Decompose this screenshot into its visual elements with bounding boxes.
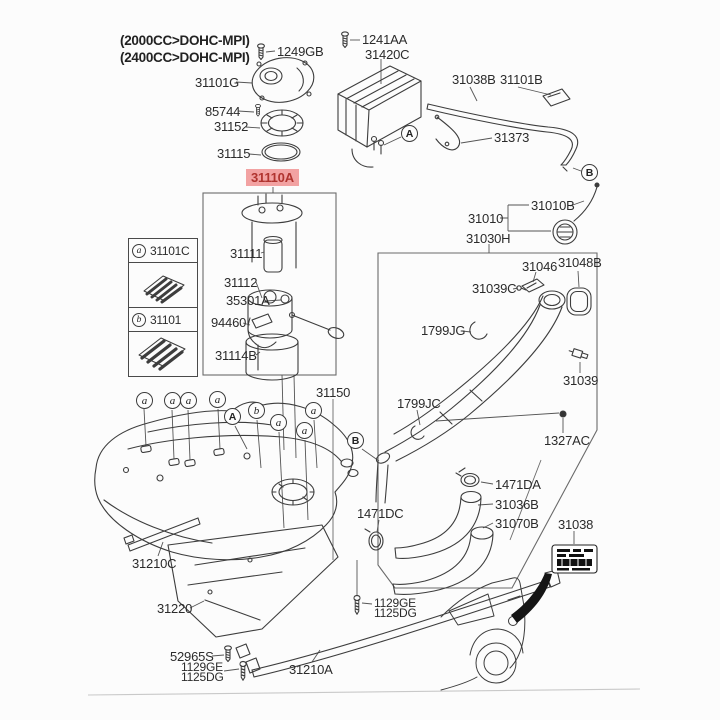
part-label-31038B: 31038B	[452, 72, 496, 87]
car-art	[440, 577, 526, 691]
canister-art	[337, 31, 422, 168]
callout-marker-a: a	[180, 392, 197, 409]
legend-marker-b: b	[132, 312, 146, 327]
legend-part-31101: 31101	[150, 312, 181, 327]
pump-assembly-box	[202, 192, 337, 376]
part-label-1471DA: 1471DA	[495, 477, 541, 492]
clip-1799JG	[469, 321, 488, 340]
legend-marker-a: a	[132, 243, 146, 258]
part-label-31111: 31111	[230, 246, 263, 261]
part-label-1125DG-right: 1125DG	[374, 606, 417, 620]
part-label-31150: 31150	[316, 385, 351, 400]
part-label-31039C: 31039C	[472, 281, 517, 296]
part-label-31101G: 31101G	[195, 75, 240, 90]
o-ring-art	[261, 142, 301, 162]
part-label-31038: 31038	[558, 517, 594, 532]
part-label-52965S: 52965S	[170, 649, 214, 664]
part-label-31115: 31115	[217, 146, 251, 161]
bolt-52965S	[224, 645, 232, 663]
clamp-1471DA	[460, 472, 480, 488]
fuel-cap-art	[552, 182, 600, 245]
part-label-1799JC: 1799JC	[397, 396, 441, 411]
filler-pipe-box	[377, 252, 598, 589]
part-label-1241AA: 1241AA	[362, 32, 408, 47]
engine-note-line2: (2400CC>DOHC-MPI)	[120, 50, 250, 65]
location-arrow	[511, 573, 552, 623]
pump-plate-art	[251, 43, 315, 117]
part-label-31046: 31046	[522, 259, 558, 274]
legend-part-31101C: 31101C	[150, 243, 190, 258]
bolt-1129GE-left	[239, 660, 247, 681]
callout-marker-A: A	[224, 408, 241, 425]
legend-row-a: a 31101C	[129, 239, 197, 263]
legend-row-b: b 31101	[129, 308, 197, 332]
part-label-31420C: 31420C	[365, 47, 410, 62]
filler-pipe-art	[375, 278, 592, 504]
clip-1799JC	[410, 425, 425, 440]
part-label-31110A-highlighted: 31110A	[246, 169, 299, 186]
fuel-hoses-art	[364, 467, 494, 595]
part-label-31010B: 31010B	[531, 198, 575, 213]
part-label-31010: 31010	[468, 211, 504, 226]
bolt-1327AC	[559, 410, 567, 418]
part-label-1327AC: 1327AC	[544, 433, 590, 448]
callout-marker-B: B	[581, 164, 598, 181]
part-label-1249GB: 1249GB	[277, 44, 324, 59]
part-label-31210C: 31210C	[132, 556, 177, 571]
part-label-1471DC: 1471DC	[357, 506, 404, 521]
group-boxes	[87, 192, 641, 696]
callout-marker-a: a	[164, 392, 181, 409]
callout-marker-a: a	[209, 391, 226, 408]
tank-protector-art	[167, 524, 339, 638]
callout-marker-b: b	[248, 402, 265, 419]
part-label-1129GE-left: 1129GE	[181, 660, 223, 674]
leader-lines	[143, 39, 585, 672]
part-label-31112: 31112	[224, 275, 258, 290]
part-label-31373: 31373	[494, 130, 530, 145]
part-label-31152: 31152	[214, 119, 249, 134]
callout-legend: a 31101C b 31101	[128, 238, 198, 377]
legend-pads-art	[138, 275, 186, 371]
part-label-1125DG-left: 1125DG	[181, 670, 224, 684]
part-label-1799JG: 1799JG	[421, 323, 466, 338]
fuel-pump-internals-art	[241, 193, 345, 381]
callout-marker-a: a	[270, 414, 287, 431]
part-label-31220: 31220	[157, 601, 193, 616]
part-label-31030H: 31030H	[466, 231, 511, 246]
callout-marker-a: a	[305, 402, 322, 419]
legend-image-cell-a	[129, 263, 197, 308]
screw-85744	[255, 104, 261, 117]
part-label-31210A: 31210A	[289, 662, 333, 677]
label-sticker-art	[551, 544, 598, 574]
bolt-1129GE-right	[353, 594, 361, 615]
part-label-31101B: 31101B	[500, 72, 543, 87]
part-label-31070B: 31070B	[495, 516, 539, 531]
part-label-35301A: 35301A	[226, 293, 270, 308]
canister-hose-art	[426, 88, 579, 172]
callout-marker-B: B	[347, 432, 364, 449]
callout-marker-a: a	[296, 422, 313, 439]
part-label-1129GE-right: 1129GE	[374, 596, 416, 610]
part-label-31114B: 31114B	[215, 348, 257, 363]
part-label-31048B: 31048B	[558, 255, 602, 270]
part-label-31036B: 31036B	[495, 497, 539, 512]
part-label-94460: 94460	[211, 315, 247, 330]
fuel-tank-art	[94, 401, 359, 561]
callout-marker-a: a	[136, 392, 153, 409]
lock-ring-art	[260, 109, 304, 137]
sensor-31039	[568, 348, 589, 360]
clamp-1471DC	[368, 531, 384, 551]
part-label-85744: 85744	[205, 104, 241, 119]
engine-note-line1: (2000CC>DOHC-MPI)	[120, 33, 250, 48]
legend-image-cell-b	[129, 332, 197, 376]
part-label-31039: 31039	[563, 373, 599, 388]
diagram-bottom-border	[87, 688, 641, 696]
callout-marker-A: A	[401, 125, 418, 142]
valve-31046	[521, 278, 545, 293]
